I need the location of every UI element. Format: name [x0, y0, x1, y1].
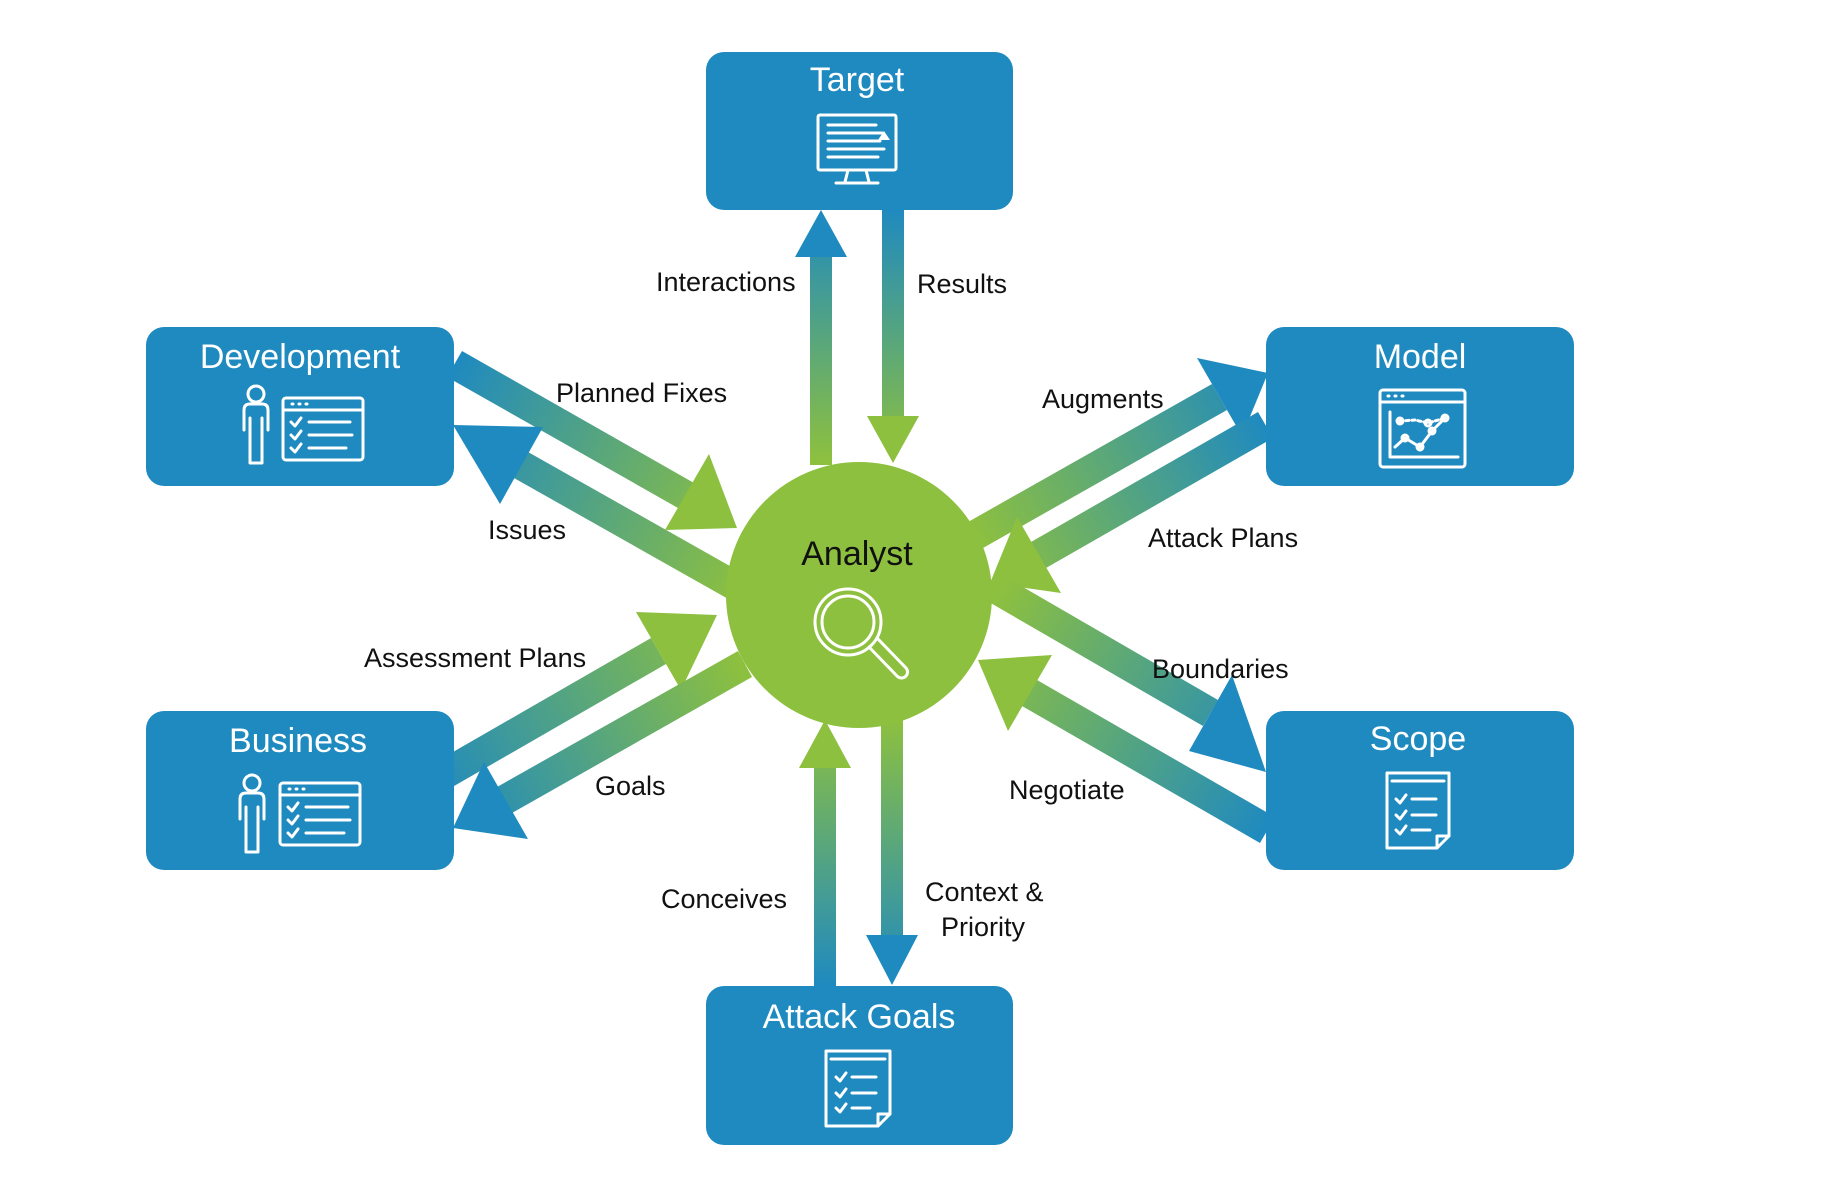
node-development: Development	[146, 327, 454, 486]
arrow-issues	[453, 425, 744, 600]
edge-label-context-priority-line2: Priority	[941, 912, 1026, 942]
edge-label-assessment-plans: Assessment Plans	[364, 643, 586, 673]
node-attack-goals: Attack Goals	[706, 986, 1013, 1145]
node-title-development: Development	[200, 338, 401, 376]
edge-label-planned-fixes: Planned Fixes	[556, 378, 727, 408]
arrow-interactions	[795, 210, 847, 465]
edge-label-augments: Augments	[1042, 384, 1164, 414]
node-title-model: Model	[1374, 338, 1467, 376]
node-title-attack-goals: Attack Goals	[763, 998, 956, 1036]
edge-label-attack-plans: Attack Plans	[1148, 523, 1298, 553]
monitor-icon	[816, 113, 898, 185]
edge-label-boundaries: Boundaries	[1152, 654, 1289, 684]
person-checklist-icon	[238, 773, 362, 854]
center-title: Analyst	[801, 535, 913, 573]
arrow-assessment-plans	[420, 612, 717, 797]
arrow-negotiate	[978, 655, 1275, 843]
edge-label-results: Results	[917, 269, 1007, 299]
edge-label-negotiate: Negotiate	[1009, 775, 1125, 805]
arrow-boundaries	[982, 572, 1266, 772]
node-scope: Scope	[1266, 711, 1574, 870]
arrow-goals	[453, 651, 752, 839]
edge-label-context-priority-line1: Context &	[925, 877, 1044, 907]
node-target: Target	[706, 52, 1013, 210]
edge-label-interactions: Interactions	[656, 267, 796, 297]
edge-label-conceives: Conceives	[661, 884, 787, 914]
checklist-document-icon	[1385, 771, 1451, 850]
arrow-augments	[968, 358, 1268, 548]
node-business: Business	[146, 711, 454, 870]
line-chart-window-icon	[1378, 388, 1467, 469]
node-model: Model	[1266, 327, 1574, 486]
edge-label-issues: Issues	[488, 515, 566, 545]
arrow-results	[867, 205, 919, 463]
arrows	[420, 205, 1275, 990]
magnifier-icon	[813, 587, 909, 680]
arrow-attack-plans	[990, 412, 1273, 593]
node-title-scope: Scope	[1370, 720, 1466, 758]
node-title-target: Target	[810, 61, 905, 99]
arrow-planned-fixes	[447, 351, 737, 530]
edge-labels: Interactions Results Planned Fixes Issue…	[364, 267, 1298, 942]
node-title-business: Business	[229, 722, 367, 760]
arrow-context-priority	[866, 710, 918, 985]
person-checklist-icon	[242, 384, 365, 465]
edge-label-goals: Goals	[595, 771, 666, 801]
checklist-document-icon	[824, 1049, 892, 1128]
center-node-analyst: Analyst	[726, 462, 992, 728]
arrow-conceives	[799, 720, 851, 990]
